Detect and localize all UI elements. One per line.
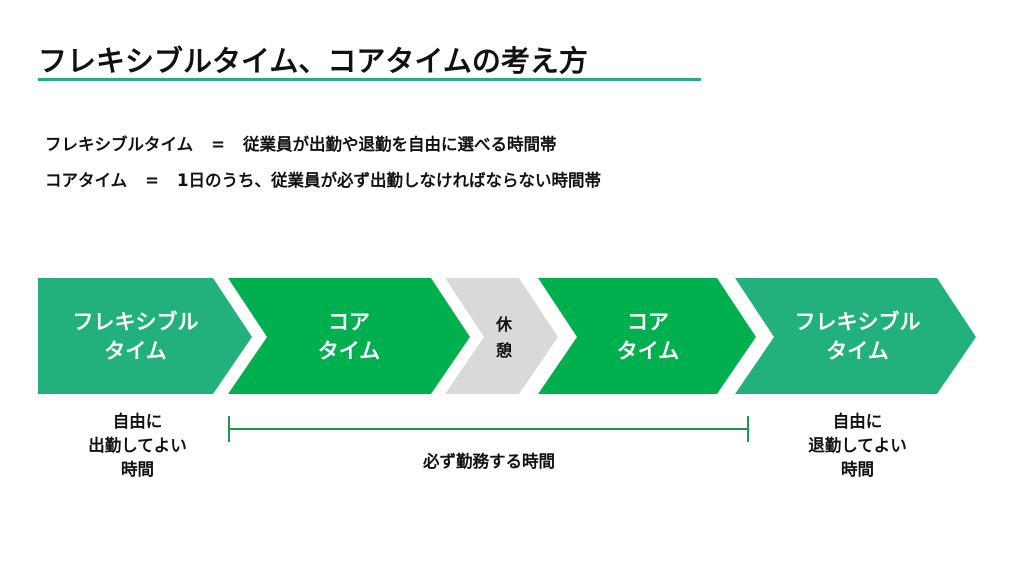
core-time-bracket xyxy=(229,428,749,430)
definition-description: 従業員が出勤や退勤を自由に選べる時間帯 xyxy=(243,135,557,154)
chevron-core-morning xyxy=(228,278,470,394)
note-free-departure: 自由に 退勤してよい 時間 xyxy=(770,410,945,482)
step-label-line: コア xyxy=(328,310,370,334)
step-label-line: タイム xyxy=(826,339,889,363)
step-label-line: タイム xyxy=(104,339,167,363)
note-line: 時間 xyxy=(841,460,874,479)
step-label-flexible-start: フレキシブル タイム xyxy=(38,308,233,366)
note-free-arrival: 自由に 出勤してよい 時間 xyxy=(50,410,225,482)
definition-core-time: コアタイム = 1日のうち、従業員が必ず出勤しなければならない時間帯 xyxy=(45,167,601,191)
step-label-flexible-end: フレキシブル タイム xyxy=(770,308,945,366)
bracket-cap-left xyxy=(228,416,230,442)
step-label-line: 憩 xyxy=(495,341,512,360)
title-underline xyxy=(38,78,701,81)
slide-title: フレキシブルタイム、コアタイムの考え方 xyxy=(38,44,588,78)
bracket-cap-right xyxy=(747,416,749,442)
definition-term: コアタイム xyxy=(45,171,128,190)
step-label-break: 休 憩 xyxy=(484,312,524,364)
step-label-line: タイム xyxy=(616,339,680,363)
note-line: 出勤してよい xyxy=(88,436,187,455)
note-line: 自由に xyxy=(112,412,163,431)
note-line: 自由に xyxy=(832,412,883,431)
equals-sign: = xyxy=(211,135,225,154)
note-line: 退勤してよい xyxy=(808,436,907,455)
definition-description: 1日のうち、従業員が必ず出勤しなければならない時間帯 xyxy=(177,171,601,190)
note-line: 時間 xyxy=(121,460,154,479)
step-label-line: フレキシブル xyxy=(794,310,921,334)
step-label-line: タイム xyxy=(317,339,381,363)
definition-term: フレキシブルタイム xyxy=(45,135,194,154)
step-label-core-morning: コア タイム xyxy=(267,308,431,366)
step-label-line: 休 xyxy=(495,315,512,334)
chevron-flexible-end xyxy=(735,278,976,394)
chevron-break xyxy=(445,278,558,394)
note-mandatory-work: 必ず勤務する時間 xyxy=(423,452,555,471)
step-label-core-afternoon: コア タイム xyxy=(577,308,719,366)
equals-sign: = xyxy=(145,171,159,190)
chevron-flexible-start xyxy=(38,278,252,394)
step-label-line: コア xyxy=(627,310,669,334)
chevron-core-afternoon xyxy=(538,278,756,394)
step-label-line: フレキシブル xyxy=(72,310,199,334)
definition-flexible-time: フレキシブルタイム = 従業員が出勤や退勤を自由に選べる時間帯 xyxy=(45,131,557,155)
